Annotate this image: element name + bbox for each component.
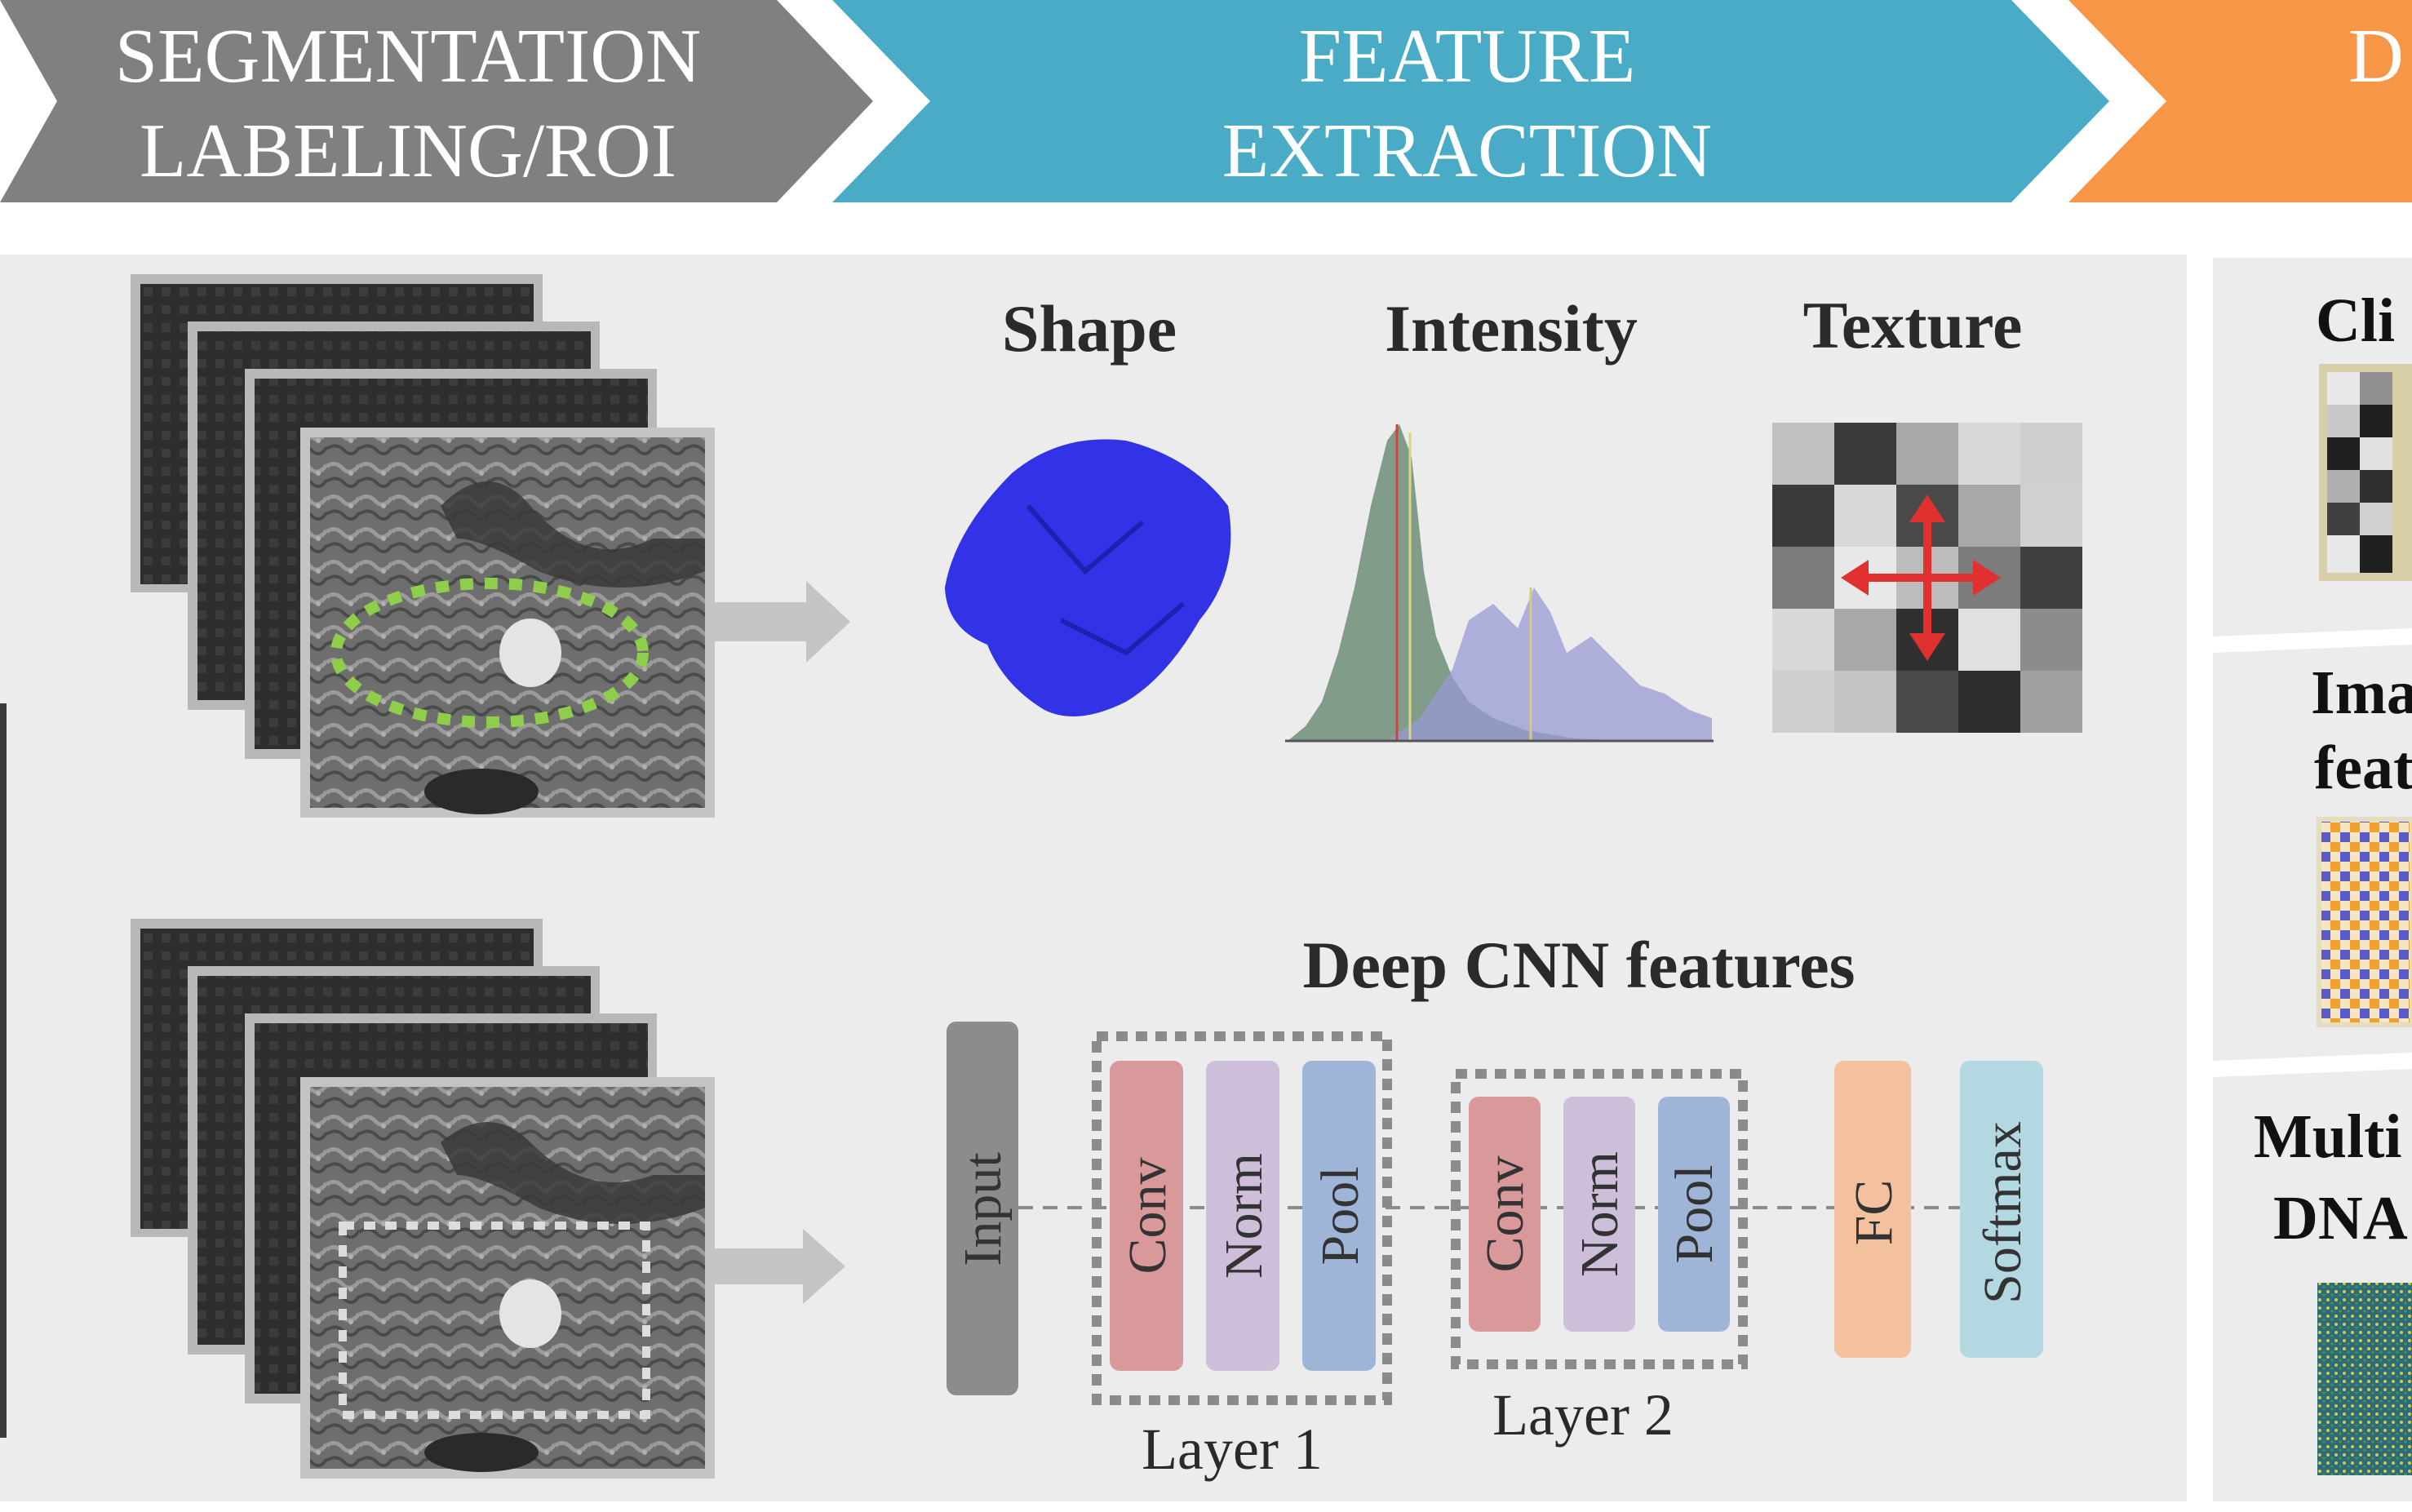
layer2-conv-label: Conv xyxy=(1475,1155,1535,1272)
multiomics-label-line1: Multi xyxy=(2254,1102,2402,1171)
fc-block xyxy=(1834,1061,1911,1358)
dna-heatmap xyxy=(2317,1283,2412,1475)
segmentation-banner: SEGMENTATION LABELING/ROI xyxy=(0,0,873,202)
layer1-conv-label: Conv xyxy=(1118,1157,1177,1274)
right-data-panels: Cli Ima feat Multi DNA xyxy=(2213,258,2412,1501)
imaging-label-line1: Ima xyxy=(2311,658,2412,727)
layer1-pool-label: Pool xyxy=(1310,1166,1370,1265)
mri-stack-bottom xyxy=(131,919,715,1479)
layer2-norm-label: Norm xyxy=(1570,1151,1629,1277)
roi-box xyxy=(339,1222,650,1419)
shape-title: Shape xyxy=(1002,291,1177,366)
arrow-bottom xyxy=(705,1229,845,1304)
layer1-frame xyxy=(1092,1031,1392,1405)
layer2-pool-block xyxy=(1658,1097,1730,1332)
layer2-frame xyxy=(1451,1069,1748,1369)
feature-chevron xyxy=(832,0,2109,202)
texture-direction-arrows xyxy=(1841,494,2001,661)
data-banner: D xyxy=(2068,0,2412,202)
segmentation-chevron xyxy=(0,0,873,202)
input-label: Input xyxy=(953,1152,1013,1266)
layer2-norm-block xyxy=(1563,1097,1635,1332)
softmax-block xyxy=(1960,1061,2043,1358)
shape-blob xyxy=(945,439,1231,716)
layer1-conv-block xyxy=(1110,1061,1183,1371)
arrow-top xyxy=(710,581,850,663)
left-edge-image xyxy=(0,703,7,1438)
segmentation-title-line1: SEGMENTATION xyxy=(115,14,701,99)
input-block xyxy=(947,1022,1018,1395)
layer1-norm-block xyxy=(1206,1061,1279,1371)
data-title-line1: D xyxy=(2348,14,2404,99)
layer1-norm-label: Norm xyxy=(1214,1153,1274,1279)
imaging-label-line2: feat xyxy=(2314,734,2412,802)
data-chevron xyxy=(2068,0,2412,202)
cnn-title: Deep CNN features xyxy=(1302,928,1855,1002)
intensity-histogram xyxy=(1285,424,1714,743)
clinical-label: Cli xyxy=(2316,286,2395,355)
feature-extraction-banner: FEATURE EXTRACTION xyxy=(832,0,2109,202)
mri-stack-top xyxy=(131,274,715,818)
layer1-pool-block xyxy=(1302,1061,1376,1371)
fc-label: FC xyxy=(1844,1180,1904,1246)
segmentation-title-line2: LABELING/ROI xyxy=(140,109,676,193)
layer2-conv-block xyxy=(1469,1097,1541,1332)
feature-title-line2: EXTRACTION xyxy=(1222,109,1713,193)
texture-title: Texture xyxy=(1803,288,2023,362)
imaging-heatmap xyxy=(2317,817,2412,1027)
roi-contour xyxy=(330,578,649,728)
softmax-label: Softmax xyxy=(1973,1121,2033,1304)
multiomics-label-line2: DNA xyxy=(2273,1184,2408,1253)
feature-title-line1: FEATURE xyxy=(1299,14,1636,99)
texture-grid xyxy=(1772,423,2082,733)
intensity-title: Intensity xyxy=(1385,291,1638,366)
layer2-pool-label: Pool xyxy=(1665,1164,1724,1263)
layer1-label: Layer 1 xyxy=(1142,1417,1323,1482)
layer2-label: Layer 2 xyxy=(1492,1382,1674,1448)
